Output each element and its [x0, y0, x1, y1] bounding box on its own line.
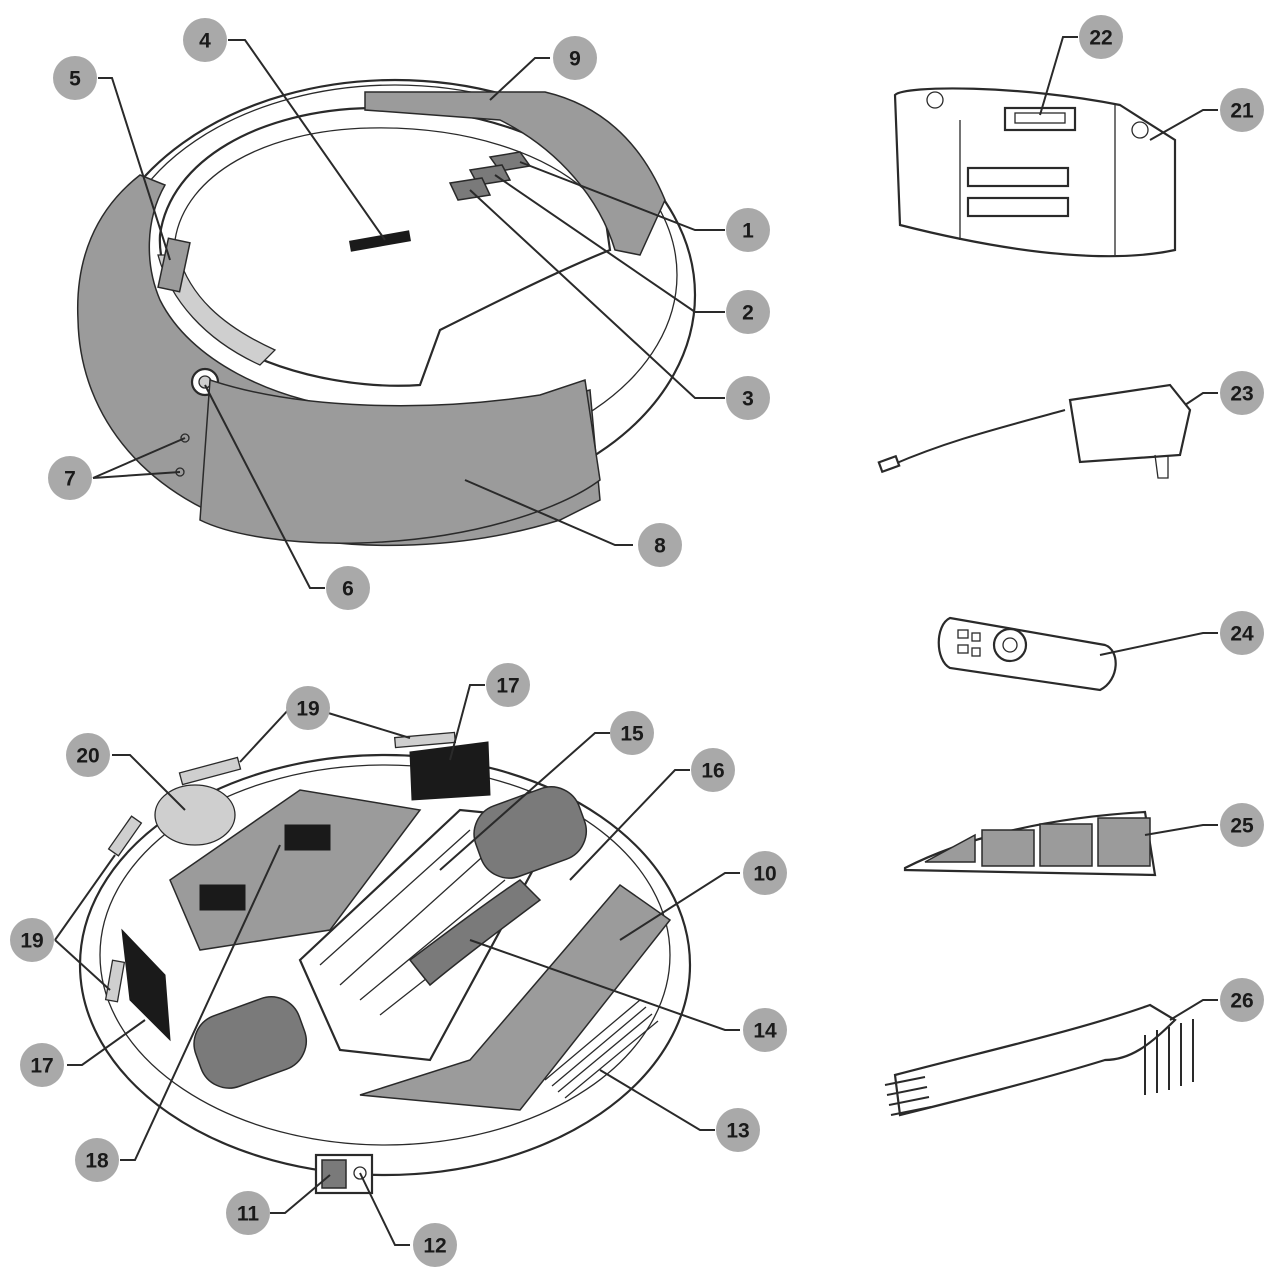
callout-badge-circle: [53, 56, 97, 100]
callout-number: 8: [654, 535, 666, 558]
callout-badge-circle: [486, 663, 530, 707]
callout-badges: 1234567891011121314151617171819192021222…: [10, 15, 1264, 1267]
callout-badge-circle: [10, 918, 54, 962]
callout-10: 10: [743, 851, 787, 895]
callout-number: 9: [569, 48, 581, 71]
callout-badge-circle: [743, 851, 787, 895]
callout-badge-circle: [716, 1108, 760, 1152]
filter-illustration: [903, 810, 1157, 877]
callout-number: 2: [742, 302, 754, 325]
callout-number: 25: [1230, 815, 1254, 838]
callout-badge-circle: [726, 290, 770, 334]
callout-badge-circle: [20, 1043, 64, 1087]
callout-number: 1: [742, 220, 754, 243]
callout-15: 15: [610, 711, 654, 755]
callout-23: 23: [1220, 371, 1264, 415]
callout-number: 20: [76, 745, 99, 768]
callout-2: 2: [726, 290, 770, 334]
cleaning-brush-illustration: [884, 1003, 1194, 1117]
callout-11: 11: [226, 1191, 270, 1235]
callout-19b: 19: [10, 918, 54, 962]
callout-badge-circle: [48, 456, 92, 500]
leader-lines: [54, 36, 1218, 1246]
callout-badge-circle: [726, 208, 770, 252]
callout-number: 6: [342, 578, 354, 601]
callout-badge-circle: [75, 1138, 119, 1182]
callout-number: 21: [1230, 100, 1254, 123]
callout-number: 11: [237, 1203, 260, 1226]
callout-number: 3: [742, 388, 754, 411]
callout-number: 15: [620, 723, 644, 746]
callout-21: 21: [1220, 88, 1264, 132]
callout-badge-circle: [743, 1008, 787, 1052]
callout-number: 19: [20, 930, 43, 953]
callout-badge-circle: [1079, 15, 1123, 59]
callout-badge-circle: [286, 686, 330, 730]
callout-9: 9: [553, 36, 597, 80]
callout-number: 22: [1089, 27, 1112, 50]
callout-badge-circle: [413, 1223, 457, 1267]
callout-4: 4: [183, 18, 227, 62]
callout-badge-circle: [638, 523, 682, 567]
callout-number: 16: [701, 760, 724, 783]
callout-badge-circle: [1220, 611, 1264, 655]
callout-5: 5: [53, 56, 97, 100]
callout-number: 7: [64, 468, 76, 491]
callout-badge-circle: [326, 566, 370, 610]
callout-6: 6: [326, 566, 370, 610]
remote-control-illustration: [937, 616, 1117, 692]
battery-illustration: [893, 87, 1177, 258]
callout-number: 13: [726, 1120, 749, 1143]
callout-13: 13: [716, 1108, 760, 1152]
callout-1: 1: [726, 208, 770, 252]
callout-badge-circle: [1220, 88, 1264, 132]
callout-number: 19: [296, 698, 319, 721]
callout-number: 26: [1230, 990, 1253, 1013]
callout-26: 26: [1220, 978, 1264, 1022]
robot-bottom-view-illustration: [78, 731, 692, 1195]
callout-22: 22: [1079, 15, 1123, 59]
callout-19a: 19: [286, 686, 330, 730]
callout-3: 3: [726, 376, 770, 420]
callout-badge-circle: [610, 711, 654, 755]
callout-badge-circle: [1220, 978, 1264, 1022]
callout-badge-circle: [183, 18, 227, 62]
callout-number: 23: [1230, 383, 1253, 406]
charger-adapter-illustration: [877, 383, 1192, 479]
callout-badge-circle: [1220, 803, 1264, 847]
callout-25: 25: [1220, 803, 1264, 847]
callout-badge-circle: [691, 748, 735, 792]
callout-number: 10: [753, 863, 776, 886]
callout-number: 5: [69, 68, 81, 91]
callout-24: 24: [1220, 611, 1264, 655]
callout-badge-circle: [66, 733, 110, 777]
callout-12: 12: [413, 1223, 457, 1267]
callout-badge-circle: [726, 376, 770, 420]
callout-8: 8: [638, 523, 682, 567]
callout-14: 14: [743, 1008, 787, 1052]
callout-number: 14: [753, 1020, 777, 1043]
callout-20: 20: [66, 733, 110, 777]
robot-top-view-illustration: [76, 78, 697, 547]
callout-17b: 17: [20, 1043, 64, 1087]
callout-7: 7: [48, 456, 92, 500]
callout-number: 17: [496, 675, 519, 698]
callout-badge-circle: [1220, 371, 1264, 415]
callout-number: 12: [423, 1235, 446, 1258]
callout-badge-circle: [226, 1191, 270, 1235]
callout-number: 24: [1230, 623, 1254, 646]
callout-number: 17: [30, 1055, 53, 1078]
callout-number: 18: [85, 1150, 109, 1173]
callout-16: 16: [691, 748, 735, 792]
callout-17a: 17: [486, 663, 530, 707]
callout-number: 4: [199, 30, 211, 53]
callout-18: 18: [75, 1138, 119, 1182]
callout-badge-circle: [553, 36, 597, 80]
